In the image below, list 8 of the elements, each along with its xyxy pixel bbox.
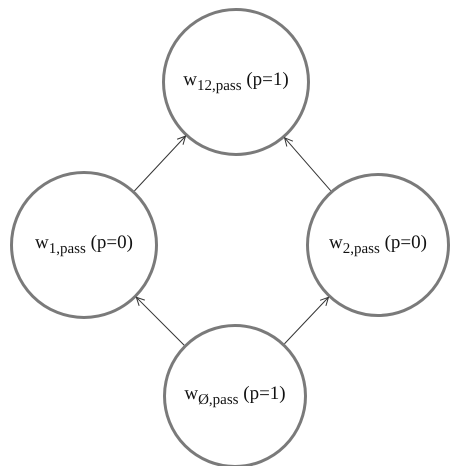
state-label: w$_{12,pass}$ (p=1) (183, 69, 289, 95)
arrow (284, 296, 329, 344)
arrow (134, 136, 186, 192)
state-label: w$_{1,pass}$ (p=0) (35, 232, 133, 258)
arrow (284, 137, 332, 192)
state-label: w$_{Ø,pass}$ (p=1) (184, 383, 286, 409)
state-label: w$_{2,pass}$ (p=0) (329, 232, 427, 258)
arrow (136, 296, 185, 346)
